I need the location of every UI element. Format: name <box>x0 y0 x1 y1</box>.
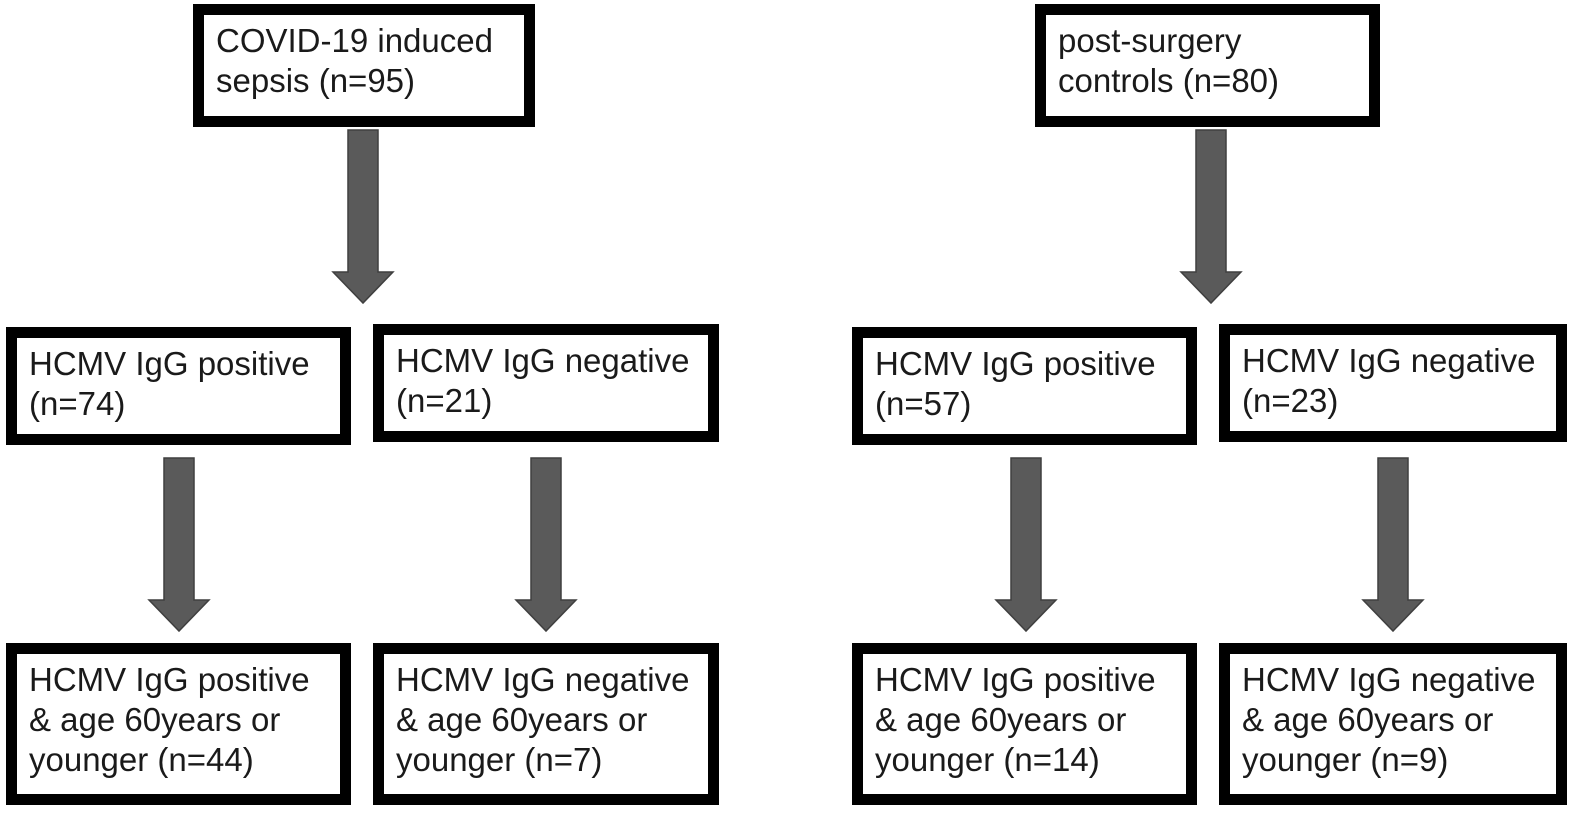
box-text-line: (n=57) <box>875 385 972 422</box>
covid-sepsis-box: COVID-19 induced sepsis (n=95) <box>193 4 535 127</box>
controls-hcmv-negative-young-box: HCMV IgG negative & age 60years or young… <box>1219 643 1567 805</box>
box-text-line: HCMV IgG positive <box>29 345 310 382</box>
box-text-line: (n=23) <box>1242 382 1339 419</box>
box-text-line: HCMV IgG positive <box>875 661 1156 698</box>
box-text-line: & age 60years or <box>29 701 281 738</box>
box-text-line: HCMV IgG negative <box>1242 661 1536 698</box>
box-text-line: HCMV IgG positive <box>875 345 1156 382</box>
covid-hcmv-positive-box: HCMV IgG positive (n=74) <box>6 327 351 445</box>
box-text-line: & age 60years or <box>875 701 1127 738</box>
box-text-line: younger (n=44) <box>29 741 254 778</box>
box-text-line: HCMV IgG positive <box>29 661 310 698</box>
box-text-line: & age 60years or <box>1242 701 1494 738</box>
arrow-down-icon <box>514 457 578 633</box>
box-text-line: HCMV IgG negative <box>1242 342 1536 379</box>
arrow-down-icon <box>1179 129 1243 305</box>
box-text-line: younger (n=7) <box>396 741 603 778</box>
box-text-line: & age 60years or <box>396 701 648 738</box>
box-text-line: sepsis (n=95) <box>216 62 416 99</box>
covid-hcmv-negative-box: HCMV IgG negative (n=21) <box>373 324 719 442</box>
box-text-line: HCMV IgG negative <box>396 661 690 698</box>
box-text-line: COVID-19 induced <box>216 22 493 59</box>
arrow-down-icon <box>1361 457 1425 633</box>
box-text-line: (n=21) <box>396 382 493 419</box>
box-text-line: post-surgery <box>1058 22 1242 59</box>
controls-hcmv-negative-box: HCMV IgG negative (n=23) <box>1219 324 1567 442</box>
arrow-down-icon <box>147 457 211 633</box>
box-text-line: (n=74) <box>29 385 126 422</box>
box-text-line: controls (n=80) <box>1058 62 1280 99</box>
post-surgery-controls-box: post-surgery controls (n=80) <box>1035 4 1380 127</box>
covid-hcmv-positive-young-box: HCMV IgG positive & age 60years or young… <box>6 643 351 805</box>
box-text-line: HCMV IgG negative <box>396 342 690 379</box>
arrow-down-icon <box>331 129 395 305</box>
box-text-line: younger (n=14) <box>875 741 1100 778</box>
box-text-line: younger (n=9) <box>1242 741 1449 778</box>
arrow-down-icon <box>994 457 1058 633</box>
covid-hcmv-negative-young-box: HCMV IgG negative & age 60years or young… <box>373 643 719 805</box>
controls-hcmv-positive-young-box: HCMV IgG positive & age 60years or young… <box>852 643 1197 805</box>
controls-hcmv-positive-box: HCMV IgG positive (n=57) <box>852 327 1197 445</box>
